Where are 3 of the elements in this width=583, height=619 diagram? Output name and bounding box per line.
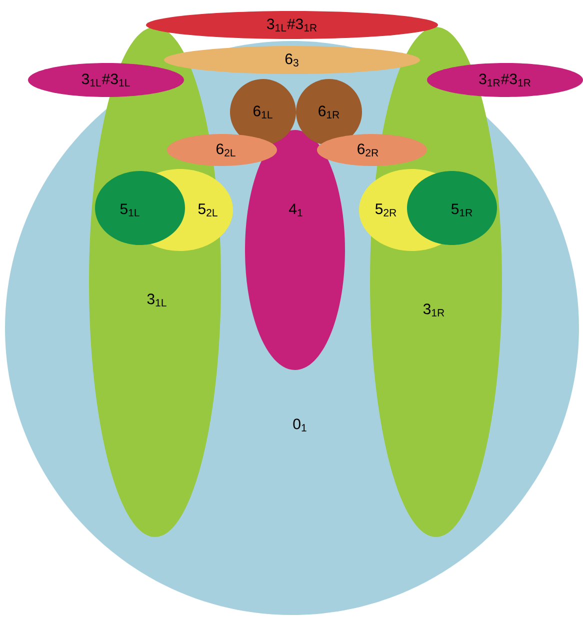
- ellipse-region: 3$_{1R}$#3$_{1R}$: [427, 63, 583, 97]
- ellipse-region: 3$_{1L}$#3$_{1L}$: [28, 63, 184, 97]
- ellipse-region: 3$_{1L}$#3$_{1R}$: [146, 11, 438, 39]
